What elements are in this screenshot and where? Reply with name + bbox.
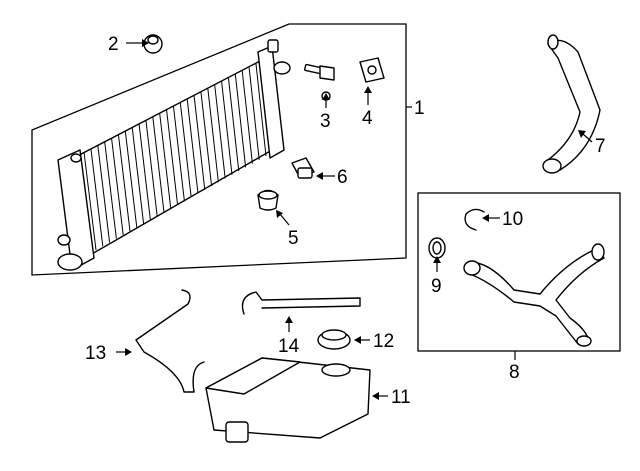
arrow-4: [364, 86, 372, 93]
callout-4: 4: [362, 108, 373, 129]
radiator-drawing: [57, 39, 291, 271]
arrow-11: [372, 392, 379, 400]
callout-9: 9: [431, 276, 442, 297]
arrow-13: [125, 348, 132, 356]
callout-12: 12: [373, 331, 394, 352]
arrow-10: [482, 214, 489, 222]
arrow-12: [354, 336, 361, 344]
grommet-part-2: [143, 34, 163, 54]
o-ring-part-9: [428, 237, 446, 259]
callout-10: 10: [502, 209, 523, 230]
arrow-2: [142, 39, 149, 47]
hose-part-14: [241, 291, 361, 315]
clamp-part-10: [464, 208, 485, 231]
hose-part-13: [135, 289, 205, 393]
callout-14: 14: [278, 336, 300, 357]
callout-3: 3: [320, 111, 331, 132]
callout-2: 2: [108, 34, 119, 55]
callout-6: 6: [337, 167, 348, 188]
callout-5: 5: [288, 228, 299, 249]
hose-assembly-part-8: [463, 243, 605, 347]
bolt-part-3: [304, 63, 335, 101]
pin-part-6: [291, 157, 315, 179]
callout-1: 1: [414, 98, 425, 119]
arrow-7: [578, 130, 586, 138]
reservoir-part-11: [205, 357, 371, 443]
callout-8: 8: [509, 362, 520, 383]
radiator-assembly-frame: [31, 23, 407, 276]
callout-11: 11: [391, 387, 411, 408]
clip-part-4: [359, 57, 385, 83]
callout-7: 7: [595, 136, 606, 157]
arrow-9: [433, 256, 441, 263]
hose-assembly-frame: [417, 192, 621, 352]
callout-13: 13: [85, 343, 106, 364]
cap-part-12: [317, 329, 351, 350]
arrow-6: [316, 172, 323, 180]
upper-hose-part-7: [542, 34, 601, 174]
isolator-part-5: [257, 189, 279, 211]
arrow-14: [285, 316, 293, 323]
arrow-3: [322, 93, 330, 100]
arrow-5: [276, 210, 283, 218]
